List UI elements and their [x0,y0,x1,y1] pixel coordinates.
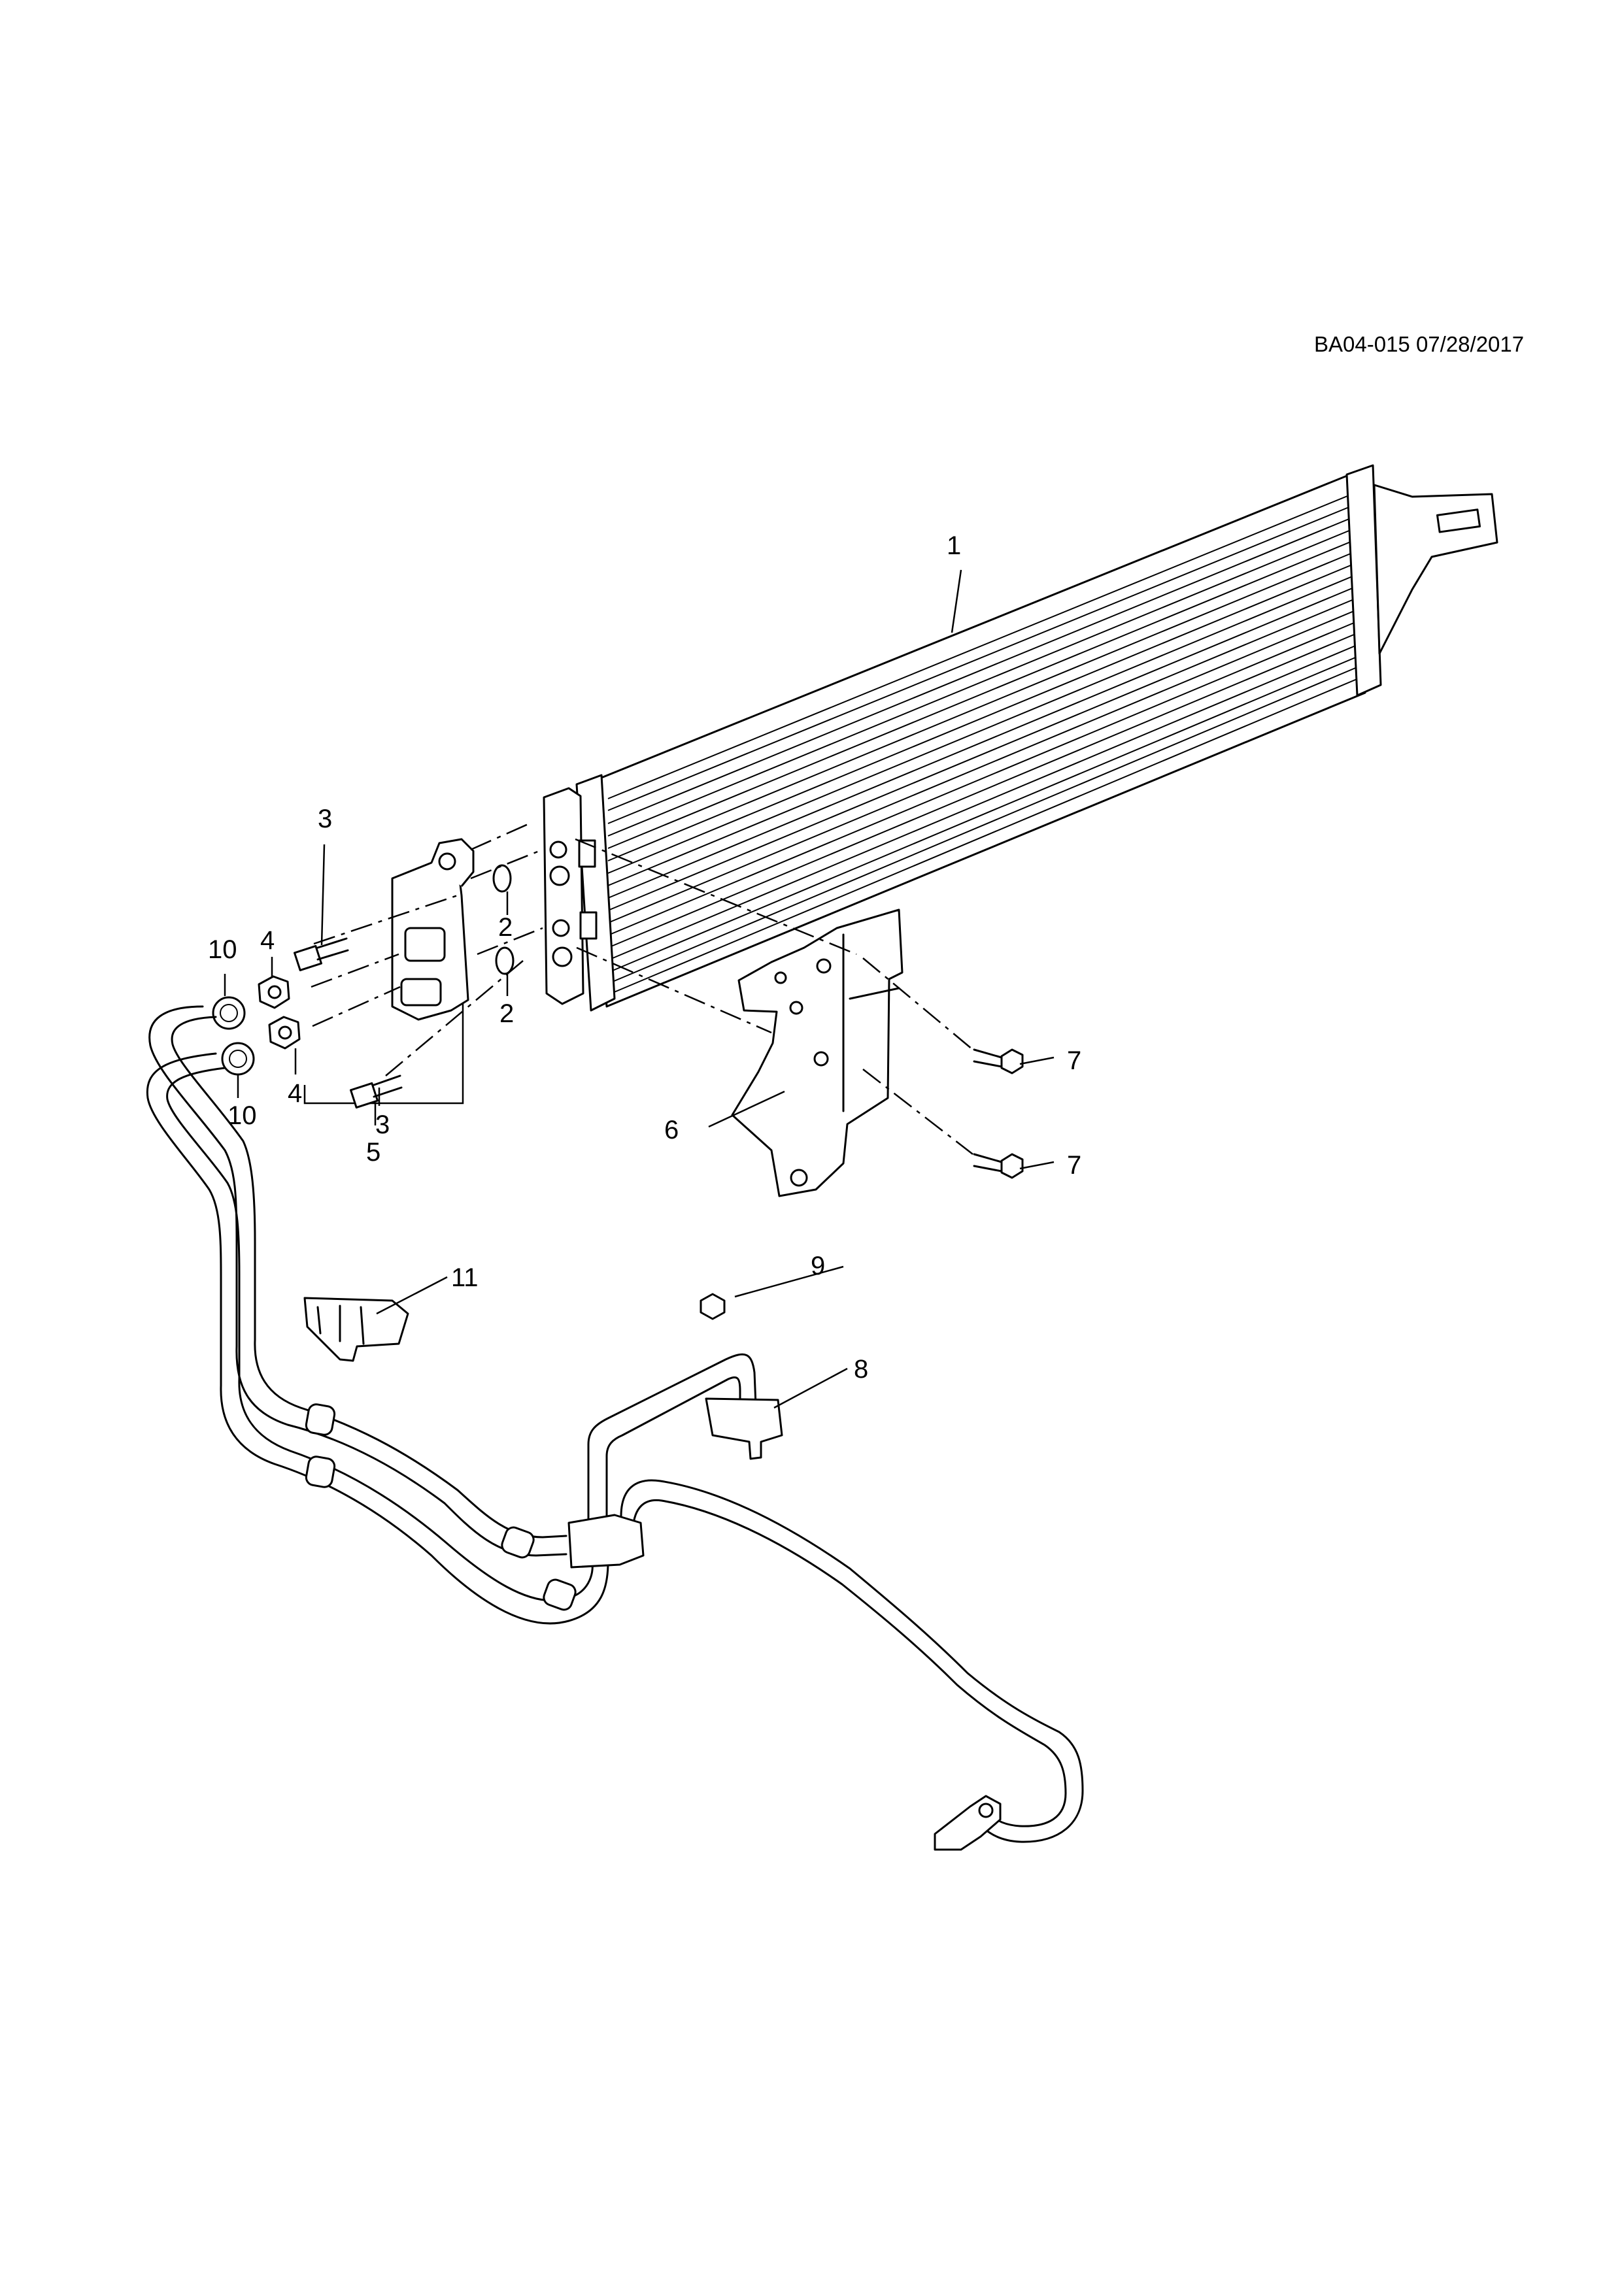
alignment-lines [311,822,973,1155]
fitting-4-bottom [268,1016,301,1050]
bolt-7-top [973,1048,1024,1074]
nut-9 [700,1293,726,1320]
clip-10-top [212,996,246,1030]
hose-clip-11 [303,1297,409,1362]
bolt-7-bottom [973,1153,1024,1179]
callout-2-top: 2 [498,913,513,942]
callout-3-top: 3 [318,805,332,833]
callout-1: 1 [947,531,961,560]
callout-6: 6 [664,1116,679,1144]
bolt-3-top [294,937,349,972]
o-ring-2-bottom [495,946,515,975]
callout-7-top: 7 [1067,1046,1081,1075]
callout-10-top: 10 [208,935,237,964]
callout-bracket-5 [303,1004,464,1105]
callout-labels: 1 2 2 3 3 4 4 5 6 7 7 8 9 10 10 11 [208,531,1081,1384]
callout-leaders [224,569,1055,1409]
fitting-block [391,838,475,1021]
cooler-hoses [146,1005,1084,1851]
callout-2-bottom: 2 [499,999,514,1028]
callout-10-bottom: 10 [228,1101,257,1130]
callout-5: 5 [366,1138,380,1167]
oil-cooler [543,464,1498,1012]
o-ring-2-top [492,864,512,893]
callout-9: 9 [811,1252,825,1280]
reference-code: BA04-015 07/28/2017 [1314,332,1525,356]
callout-3-bottom: 3 [375,1110,390,1139]
clip-10-bottom [221,1042,255,1076]
callout-4-bottom: 4 [288,1079,302,1108]
callout-11: 11 [451,1263,479,1292]
callout-7-bottom: 7 [1067,1151,1081,1180]
mounting-bracket [731,908,904,1197]
callout-4-top: 4 [260,926,275,955]
fitting-4-top [258,975,290,1009]
callout-8: 8 [854,1355,868,1384]
